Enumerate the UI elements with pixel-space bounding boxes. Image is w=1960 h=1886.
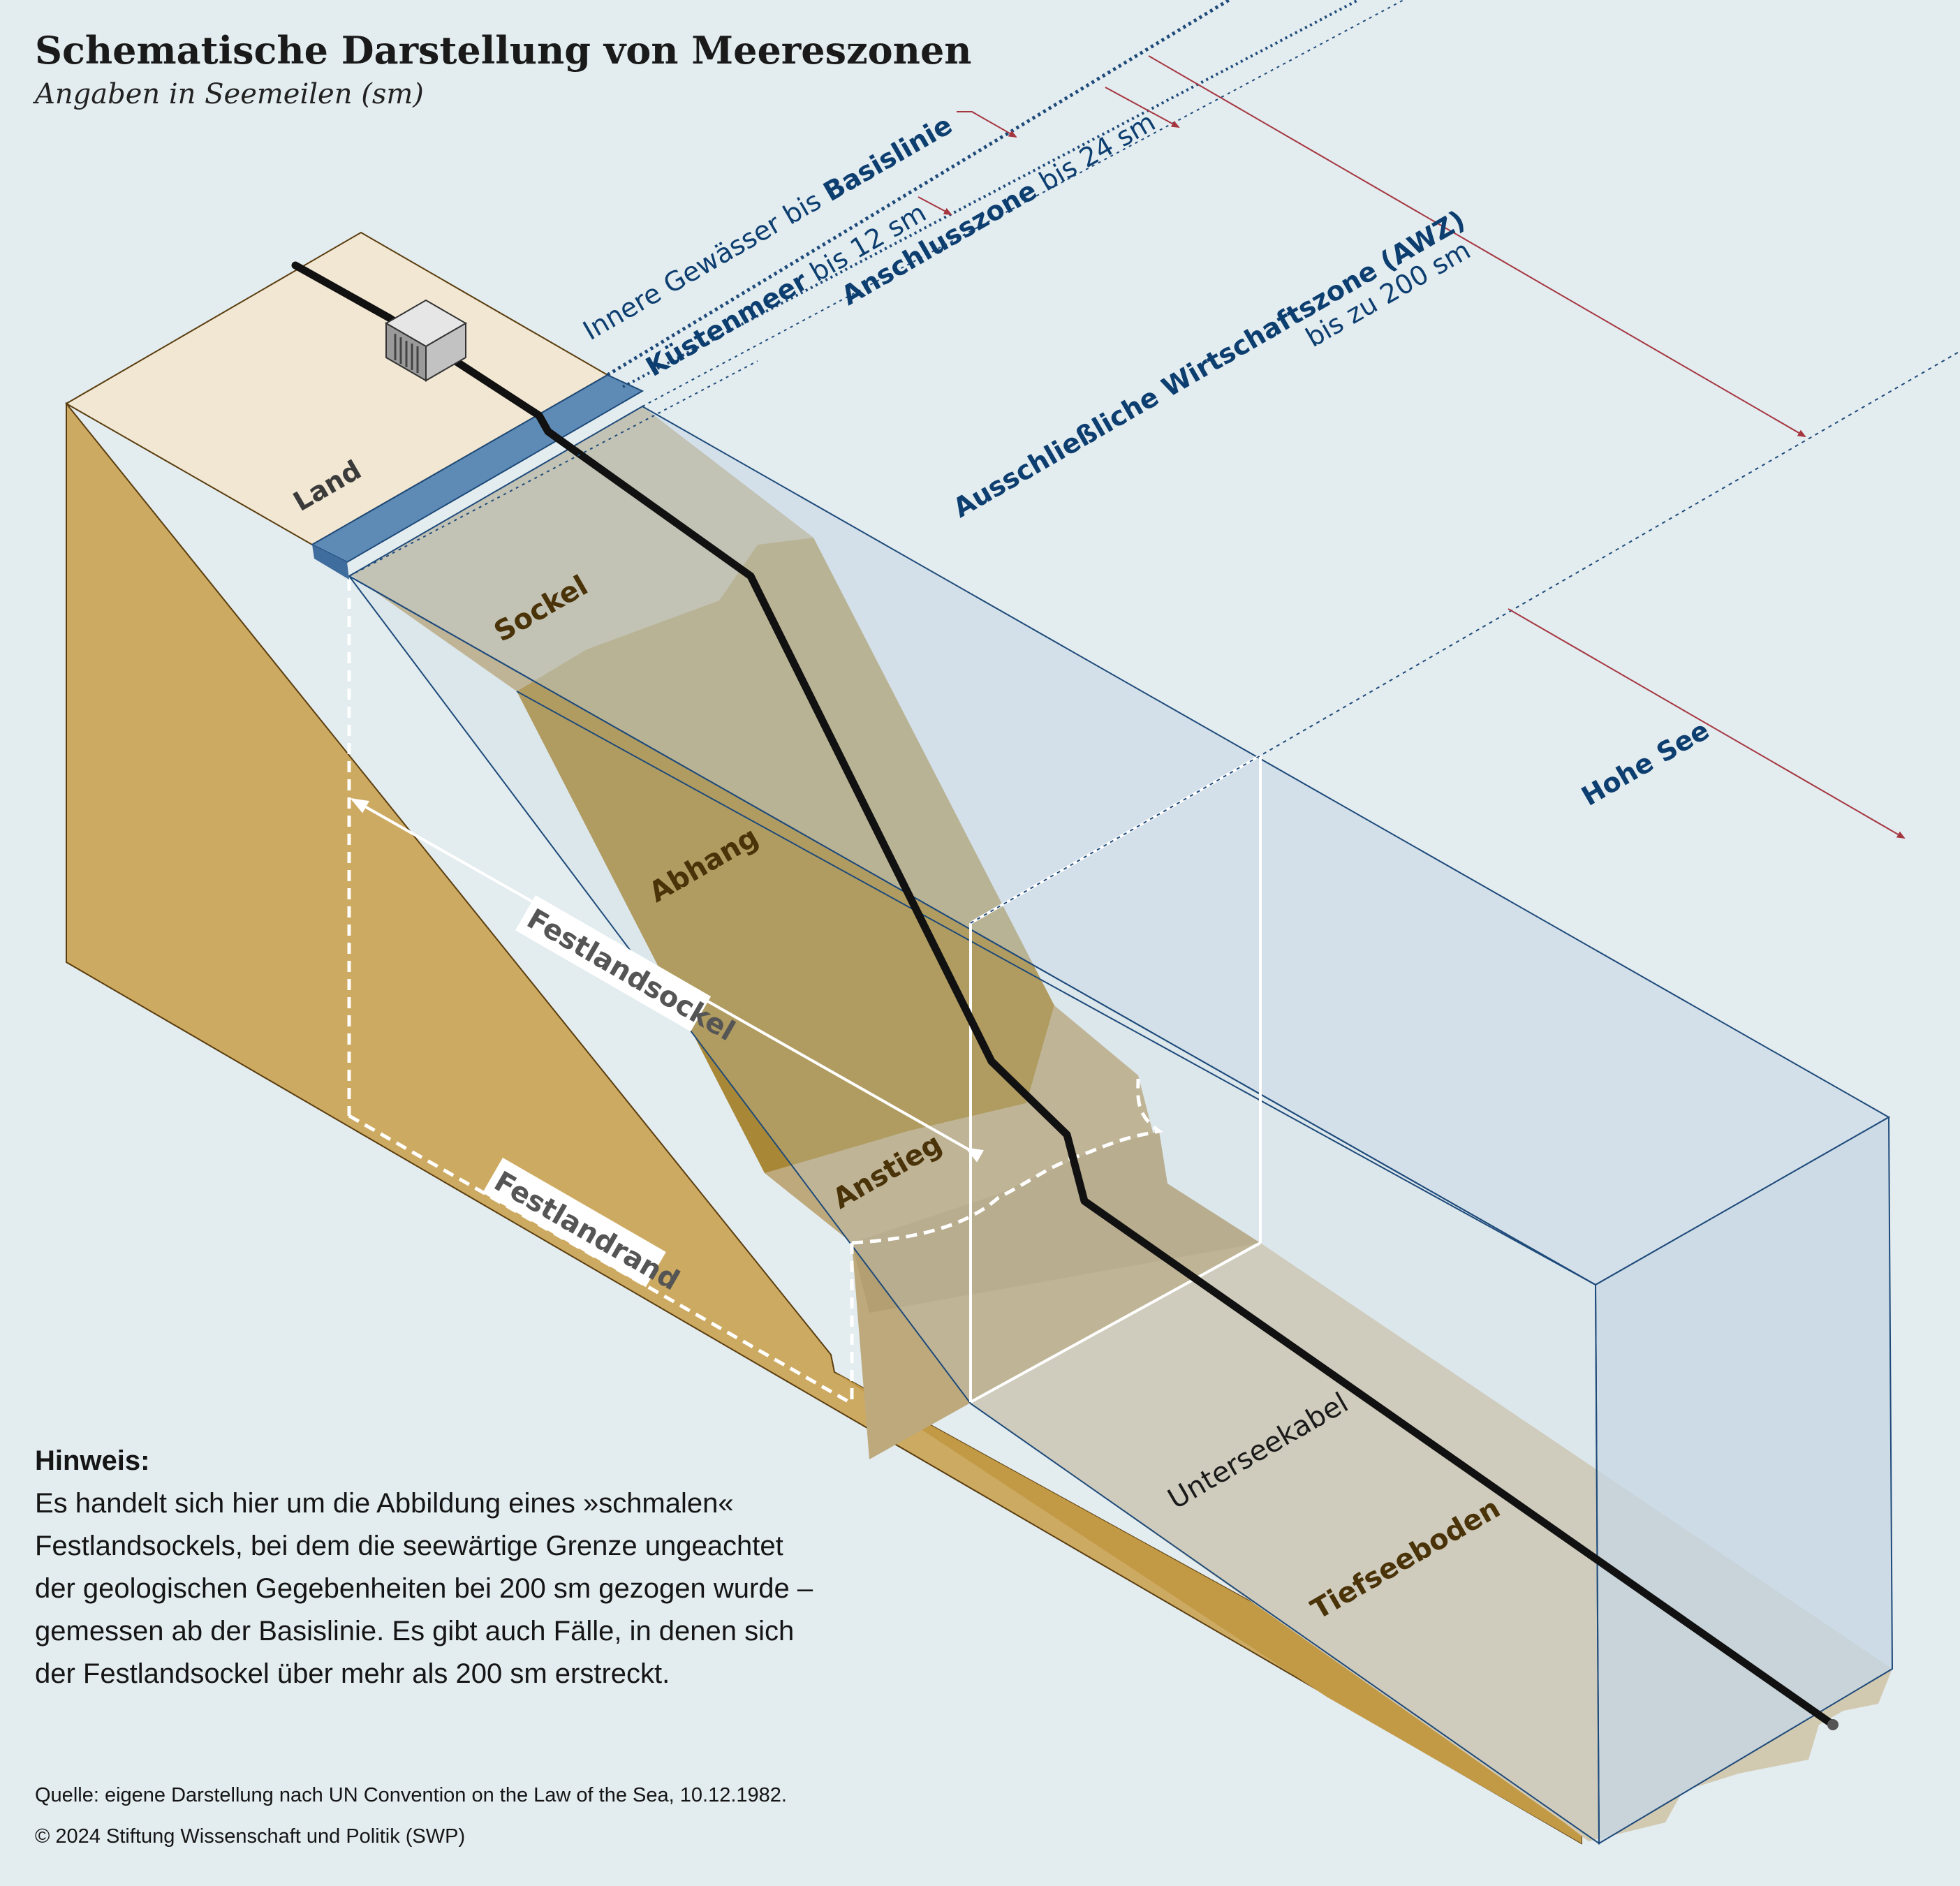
label-contiguous-zone: Anschlusszone bis 24 sm — [837, 106, 1160, 311]
copyright-line: © 2024 Stiftung Wissenschaft und Politik… — [35, 1825, 466, 1848]
baseline-line — [606, 0, 1230, 377]
note-text: Es handelt sich hier um die Abbildung ei… — [35, 1488, 813, 1689]
territorial-sea-line — [622, 0, 1359, 388]
label-high-seas: Hohe See — [1577, 714, 1715, 812]
label-eez: Ausschließliche Wirtschaftszone (AWZ) — [948, 205, 1471, 524]
arrow-contiguous-zone — [1105, 87, 1180, 128]
arrow-high-seas — [1508, 608, 1906, 839]
cable-end — [1827, 1719, 1839, 1730]
eez-outer-line — [970, 351, 1960, 924]
arrow-eez — [1148, 55, 1806, 438]
coastal-strip-front — [312, 545, 349, 580]
zone-line-lower — [348, 360, 758, 577]
water-inner-edge — [516, 691, 1596, 1285]
cable-station-icon — [385, 299, 467, 382]
rise-band — [852, 1131, 1260, 1313]
arrow-territorial-sea — [918, 196, 952, 215]
land-side-shadow — [834, 1372, 1582, 1843]
source-line: Quelle: eigene Darstellung nach UN Conve… — [35, 1784, 787, 1806]
continental-margin-outline — [347, 580, 1163, 1406]
arrow-baseline — [957, 111, 1017, 138]
page-subtitle: Angaben in Seemeilen (sm) — [35, 78, 424, 110]
note-heading: Hinweis: — [35, 1445, 150, 1476]
page-title: Schematische Darstellung von Meereszonen — [35, 28, 972, 73]
note-block: Hinweis: Es handelt sich hier um die Abb… — [35, 1440, 943, 1695]
